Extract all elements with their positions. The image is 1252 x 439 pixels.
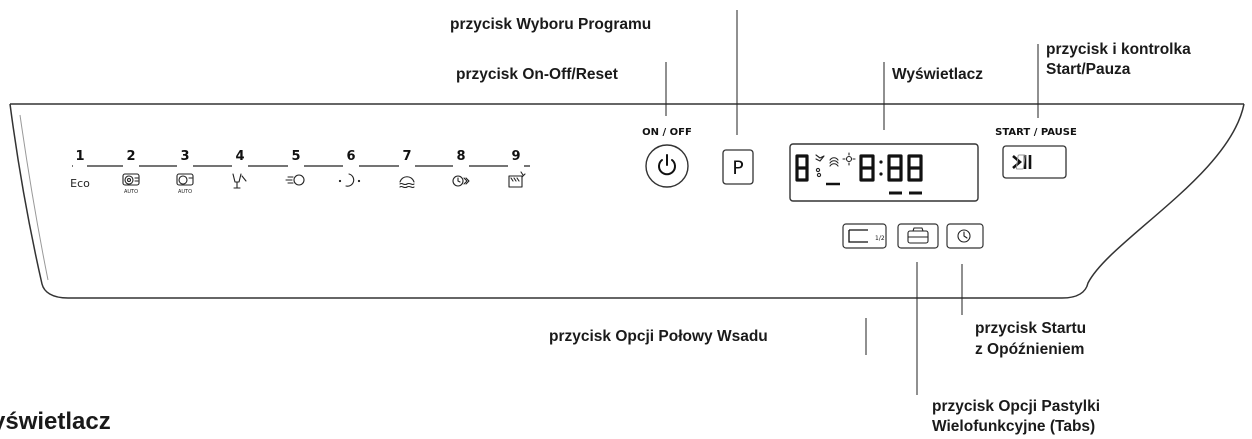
program-number: 5	[291, 149, 300, 164]
callout-delay-line2: z Opóźnieniem	[975, 341, 1085, 358]
program-7: 7	[399, 149, 415, 189]
start-pause-label: START / PAUSE	[995, 127, 1077, 138]
display-digit-left	[795, 154, 809, 182]
delay-icon	[957, 229, 971, 243]
program-number: 4	[235, 149, 244, 164]
program-2: 2 AUTO	[122, 149, 140, 195]
callout-delay-line1: przycisk Startu	[975, 320, 1087, 337]
auto-normal-icon	[176, 173, 194, 186]
program-button[interactable]: P	[722, 149, 754, 185]
hygiene-icon	[508, 171, 526, 188]
quick-wash-icon	[285, 174, 305, 186]
callout-tabs-line2: Wielofunkcyjne (Tabs)	[932, 418, 1096, 435]
tabs-button[interactable]	[897, 223, 939, 249]
svg-text:1/2: 1/2	[875, 235, 885, 242]
program-selector-row: 1 Eco 2 AUTO 3 AUTO 4	[70, 149, 530, 195]
glass-icon	[232, 173, 247, 189]
auto-intensive-icon	[122, 173, 140, 186]
onoff-label: ON / OFF	[642, 127, 692, 138]
callout-display: Wyświetlacz	[892, 66, 984, 83]
leader-lines	[665, 10, 1039, 395]
program-5: 5	[285, 149, 305, 186]
callout-onoff-button: przycisk On-Off/Reset	[456, 66, 618, 83]
callout-tabs-line1: przycisk Opcji Pastylki	[932, 398, 1101, 415]
callout-program-button: przycisk Wyboru Programu	[450, 16, 652, 33]
program-1: 1 Eco	[70, 149, 90, 190]
power-icon	[658, 154, 676, 176]
display-indicator-icons	[815, 152, 856, 178]
program-number: 3	[180, 149, 189, 164]
start-pause-button[interactable]	[1002, 145, 1067, 179]
panel-inner-edge	[19, 114, 49, 281]
display	[789, 143, 979, 202]
delay-start-button[interactable]	[946, 223, 984, 249]
auto-label: AUTO	[178, 189, 192, 195]
half-load-icon: 1/2	[848, 229, 885, 243]
display-time-digits	[859, 154, 923, 182]
program-number: 8	[456, 149, 465, 164]
eco-label: Eco	[70, 177, 90, 190]
tabs-icon	[907, 227, 929, 244]
callout-start-pause-line2: Start/Pauza	[1046, 61, 1131, 78]
program-button-label: P	[732, 157, 743, 179]
program-9: 9	[508, 149, 526, 188]
section-heading: yświetlacz	[0, 408, 111, 435]
half-load-button[interactable]: 1/2	[842, 223, 887, 249]
start-indicator-light	[1015, 154, 1026, 170]
program-3: 3 AUTO	[176, 149, 194, 195]
program-6: 6	[338, 149, 361, 187]
callout-half-load: przycisk Opcji Połowy Wsadu	[549, 328, 768, 345]
program-4: 4	[232, 149, 248, 189]
program-number: 6	[346, 149, 355, 164]
program-number: 9	[511, 149, 520, 164]
program-number: 2	[126, 149, 135, 164]
program-number: 7	[402, 149, 411, 164]
callout-start-pause-line1: przycisk i kontrolka	[1046, 41, 1191, 58]
night-icon	[338, 173, 361, 187]
onoff-button[interactable]	[645, 144, 689, 188]
fast-icon	[452, 175, 470, 187]
program-8: 8	[452, 149, 470, 187]
prewash-icon	[399, 176, 415, 189]
auto-label: AUTO	[124, 189, 138, 195]
program-number: 1	[75, 149, 84, 164]
